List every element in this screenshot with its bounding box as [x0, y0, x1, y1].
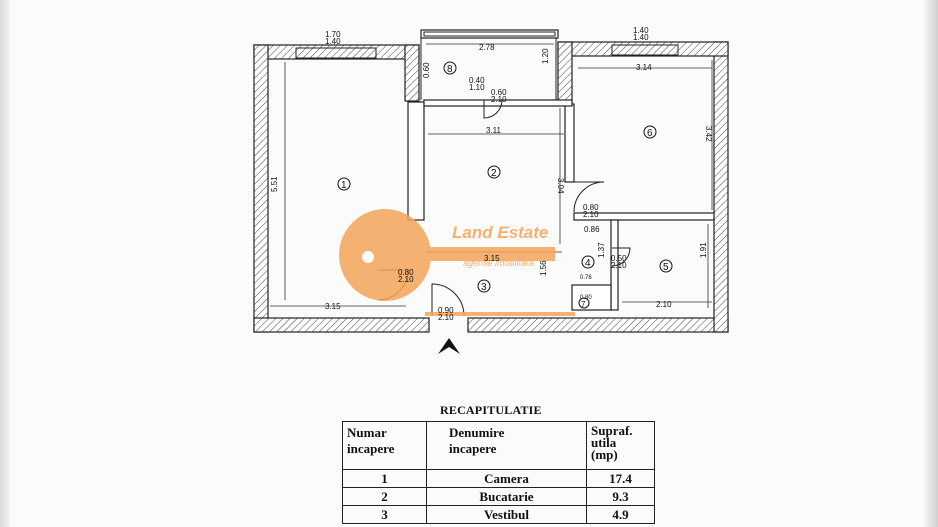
- dim-door6: 0.80: [583, 203, 599, 212]
- table-row: 1 Camera 17.4: [342, 469, 655, 488]
- row-surface: 9.3: [586, 487, 655, 506]
- dim-kitchen-w: 3.11: [486, 126, 502, 135]
- room-number-1: 1: [341, 180, 347, 191]
- dim-entry-h: 2.10: [438, 313, 454, 322]
- dim-door1-h: 2.10: [398, 275, 414, 284]
- dim-left-window-h: 1.40: [325, 37, 341, 46]
- row-surface: 4.9: [586, 505, 655, 524]
- dim-balcony-h: 1.20: [541, 48, 550, 64]
- room-labels: 1 2 3 4 5 6 7 8: [337, 61, 673, 309]
- table-row: 3 Vestibul 4.9: [342, 505, 655, 524]
- dim-vestibul-h: 1.56: [539, 260, 548, 276]
- page-edge-left: [0, 0, 10, 527]
- watermark-tagline: agentie imobiliara: [463, 258, 534, 268]
- row-number: 2: [342, 487, 427, 506]
- room-number-4: 4: [585, 258, 591, 269]
- dim-balcony-w: 2.78: [479, 43, 495, 52]
- dim-room6-w: 3.14: [636, 63, 652, 72]
- dim-room1-h: 5.51: [270, 176, 279, 192]
- room-number-5: 5: [663, 262, 669, 273]
- dim-wc-h: 1.37: [597, 242, 606, 258]
- dim-door-b1: 0.40: [469, 76, 485, 85]
- row-number: 3: [342, 505, 427, 524]
- dim-door-b2: 0.60: [491, 88, 507, 97]
- room-number-7: 7: [581, 300, 586, 309]
- row-name: Bucatarie: [426, 487, 587, 506]
- room-number-8: 8: [447, 64, 453, 75]
- row-surface: 17.4: [586, 469, 655, 488]
- room-number-2: 2: [491, 168, 497, 179]
- dim-kitchen-h: 3.04: [556, 178, 565, 194]
- dim-hall-w: 3.15: [484, 254, 500, 263]
- floor-plan: Land Estate agentie imobiliara 1.70 1.40…: [253, 26, 729, 354]
- dim-door-b1h: 1.10: [469, 83, 485, 92]
- dim-door1: 0.80: [398, 268, 414, 277]
- entrance-arrow-icon: [438, 338, 460, 354]
- row-name: Vestibul: [426, 505, 587, 524]
- table-row: 2 Bucatarie 9.3: [342, 487, 655, 506]
- window-marks: [295, 31, 679, 100]
- dim-right-window: 1.40: [633, 26, 649, 35]
- dim-room6-h: 3.42: [704, 126, 713, 142]
- dim-wc-door: 0.50: [611, 254, 627, 263]
- dim-left-window: 1.70: [325, 30, 341, 39]
- interior-walls: [407, 99, 715, 311]
- dim-door-b2h: 2.10: [491, 95, 507, 104]
- dim-small-2: 0.76: [580, 275, 592, 281]
- dim-hall-gap: 0.86: [584, 225, 600, 234]
- dim-entry: 0.90: [438, 306, 454, 315]
- watermark-brand: Land Estate: [452, 223, 548, 242]
- dim-wc-door-h: 2.10: [611, 261, 627, 270]
- watermark: Land Estate agentie imobiliara: [339, 209, 575, 316]
- dim-door6-h: 2.10: [583, 210, 599, 219]
- row-number: 1: [342, 469, 427, 488]
- dim-balcony-side: 0.60: [422, 62, 431, 78]
- outer-walls: [253, 29, 729, 333]
- dim-bath-w: 2.10: [656, 300, 672, 309]
- page-edge-right: [924, 0, 938, 527]
- dim-right-window-h: 1.40: [633, 33, 649, 42]
- dim-room1-w: 3.15: [325, 302, 341, 311]
- row-name: Camera: [426, 469, 587, 488]
- dim-bath-h: 1.91: [699, 242, 708, 258]
- room-number-3: 3: [481, 282, 487, 293]
- room-number-6: 6: [647, 128, 653, 139]
- header-surface: Supraf.utila(mp): [586, 421, 655, 470]
- recap-title: RECAPITULATIE: [440, 403, 542, 417]
